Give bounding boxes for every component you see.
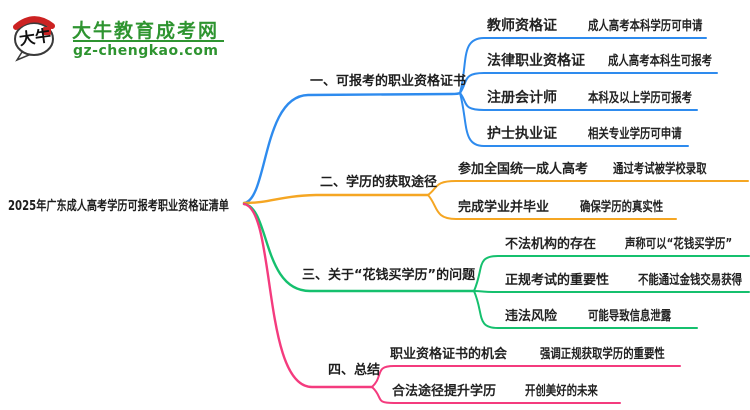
branch3-label: 三、关于“花钱买学历”的问题 [302,268,476,283]
logo-divider [73,40,224,42]
branch3-row2-line [473,290,750,293]
branch2-lines [242,180,749,220]
branch1-lines [242,37,718,205]
branch1-child4-label: 护士执业证 [487,126,557,142]
site-name: 大牛教育成考网 [72,20,220,42]
branch1-child2-detail: 成人高考本科生可报考 [608,54,713,69]
branch4-child1-label: 职业资格证书的机会 [390,347,508,362]
branch1-row3-line [459,92,698,111]
site-domain: gz-chengkao.com [73,43,219,59]
branch3-row1-line [473,255,750,292]
branch1-row2-line [459,72,718,94]
svg-text:大牛: 大牛 [18,26,52,49]
branch2-child1-detail: 通过考试被学校录取 [613,162,707,177]
branch1-child2-label: 法律职业资格证 [487,53,585,69]
branch1-row1-line [459,37,707,94]
branch3-row3-line [473,290,698,329]
branch1-child3-detail: 本科及以上学历可报考 [588,91,693,106]
branch1-child4-detail: 相关专业学历可申请 [588,127,682,142]
branch3-child3-detail: 可能导致信息泄露 [588,309,672,324]
branch3-child2-detail: 不能通过金钱交易获得 [638,273,743,288]
branch1-curve [242,91,462,205]
bull-speech-bubble-icon: 大牛 [13,16,55,62]
branch2-child1-label: 参加全国统一成人高考 [458,162,589,177]
branch4-row2-line [371,386,621,404]
branch4-child2-detail: 开创美好的未来 [525,384,598,399]
branch4-row1-line [371,365,681,388]
branch3-child1-label: 不法机构的存在 [505,237,597,252]
branch3-child3-label: 违法风险 [505,309,558,324]
root-node: 2025年广东成人高考学历可报考职业资格证清单 [8,199,229,214]
branch1-child1-detail: 成人高考本科学历可申请 [588,19,703,34]
branch4-lines [242,202,681,404]
branch3-child1-detail: 声称可以“花钱买学历” [625,237,733,252]
branch1-label: 一、可报考的职业资格证书 [310,74,467,89]
branch2-curve [242,193,430,205]
branch4-label: 四、总结 [328,363,381,378]
branch4-curve [242,202,374,389]
branch2-label: 二、学历的获取途径 [320,175,438,190]
branch3-lines [242,202,750,329]
branch2-row1-line [427,180,749,196]
site-logo[interactable]: 大牛 大牛教育成考网 gz-chengkao.com [10,12,240,62]
branch1-child1-label: 教师资格证 [487,18,557,34]
branch2-child2-detail: 确保学历的真实性 [580,200,664,215]
branch3-child2-label: 正规考试的重要性 [505,273,610,288]
branch1-child3-label: 注册会计师 [487,90,557,106]
branch4-child2-label: 合法途径提升学历 [392,384,497,399]
branch4-child1-detail: 强调正规获取学历的重要性 [540,347,665,362]
branch2-row2-line [427,194,677,220]
branch2-child2-label: 完成学业并毕业 [458,200,550,215]
branch1-row4-line [459,92,689,147]
